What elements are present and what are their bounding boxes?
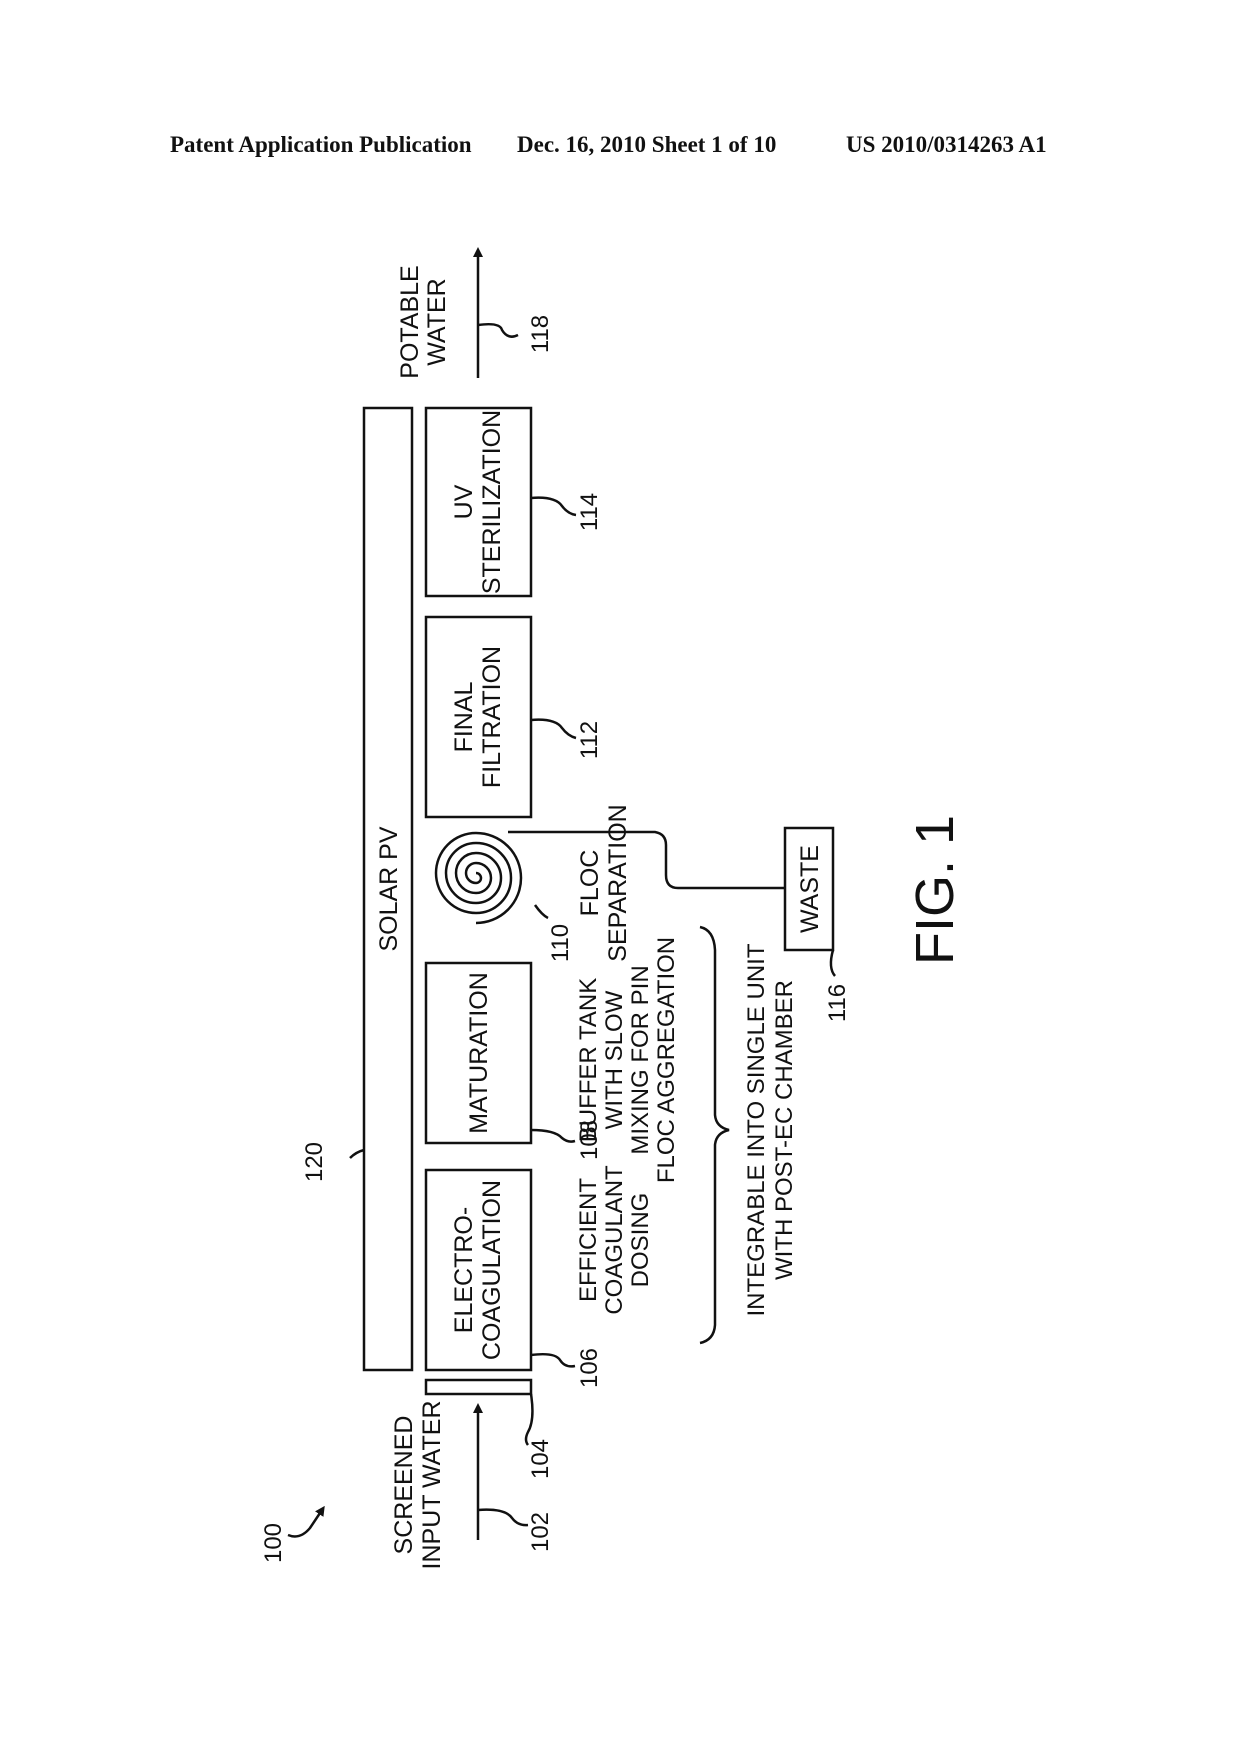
electro-coagulation-box	[424, 1168, 533, 1372]
final-label-line1: FINAL	[450, 681, 478, 752]
ref-120: 120	[301, 1142, 328, 1182]
solar-pv-label: SOLAR PV	[375, 826, 403, 951]
output-label-line2: WATER	[423, 278, 451, 366]
waste-box	[783, 826, 835, 952]
ref-100: 100	[260, 1523, 287, 1563]
ref-116: 116	[824, 984, 851, 1022]
leader-110	[533, 904, 549, 920]
leader-108	[530, 1128, 576, 1143]
ref-106: 106	[576, 1348, 603, 1388]
maturation-label: MATURATION	[465, 972, 493, 1134]
integrable-note-line1: INTEGRABLE INTO SINGLE UNIT	[743, 943, 770, 1316]
uv-label-line1: UV	[450, 484, 478, 519]
leader-116	[829, 949, 836, 977]
publication-title: Patent Application Publication	[170, 132, 472, 157]
mat-note-line2: WITH SLOW	[601, 990, 628, 1129]
figure-caption: FIG. 1	[905, 815, 965, 965]
mat-note-line1: BUFFER TANK	[575, 978, 602, 1142]
ref-104: 104	[527, 1439, 554, 1479]
ec-note-line1: EFFICIENT	[575, 1178, 602, 1302]
page-header: Patent Application Publication Dec. 16, …	[0, 132, 1240, 172]
floc-label-line1: FLOC	[576, 850, 604, 917]
ec-note-line3: DOSING	[627, 1193, 654, 1288]
mat-note-line4: FLOC AGGREGATION	[653, 937, 680, 1183]
solar-pv-bar	[362, 406, 414, 1372]
screen-104	[424, 1378, 533, 1396]
grouping-brace	[699, 925, 730, 1345]
input-label-line1: SCREENED	[390, 1416, 418, 1555]
leader-102	[477, 1508, 529, 1527]
leader-114	[530, 496, 577, 517]
final-label-line2: FILTRATION	[478, 646, 506, 788]
leader-120	[349, 1148, 365, 1159]
leader-118	[477, 322, 519, 338]
leader-106	[530, 1352, 576, 1368]
maturation-box	[424, 961, 533, 1145]
leader-100-arrow	[287, 1505, 325, 1538]
ref-118: 118	[527, 315, 554, 353]
ec-note-line2: COAGULANT	[601, 1165, 628, 1315]
ec-label-line1: ELECTRO-	[450, 1207, 478, 1333]
leader-104	[524, 1393, 534, 1446]
ref-110: 110	[547, 924, 574, 962]
publication-date-sheet: Dec. 16, 2010 Sheet 1 of 10	[517, 132, 777, 157]
mat-note-line3: MIXING FOR PIN	[627, 965, 654, 1154]
ec-label-line2: COAGULATION	[478, 1180, 506, 1360]
integrable-note-line2: WITH POST-EC CHAMBER	[771, 980, 798, 1280]
waste-label: WASTE	[796, 845, 824, 933]
ref-102: 102	[527, 1512, 554, 1552]
ref-114: 114	[576, 493, 603, 531]
output-label-line1: POTABLE	[396, 265, 424, 378]
leader-112	[530, 718, 577, 740]
ref-108: 108	[576, 1120, 603, 1160]
floc-label-line2: SEPARATION	[604, 804, 632, 961]
uv-label-line2: STERILIZATION	[478, 410, 506, 594]
floc-separation-spiral	[434, 831, 523, 925]
uv-sterilization-box	[424, 406, 533, 598]
ref-112: 112	[576, 721, 603, 759]
input-label-line2: INPUT WATER	[418, 1401, 446, 1570]
waste-line	[508, 830, 785, 890]
publication-number: US 2010/0314263 A1	[846, 132, 1047, 157]
final-filtration-box	[424, 615, 533, 819]
